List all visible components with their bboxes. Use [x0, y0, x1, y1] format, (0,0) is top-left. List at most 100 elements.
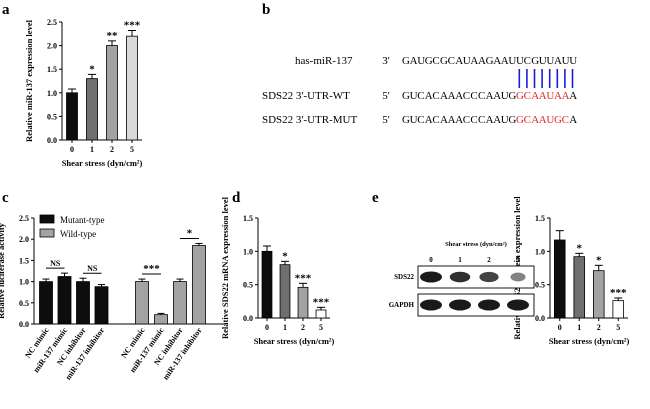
- c-bar: [94, 286, 109, 325]
- e-y-tick-label: 1.5: [535, 214, 545, 223]
- blot-row-label: SDS22: [394, 273, 414, 281]
- d-bar: [261, 250, 273, 319]
- c-bar: [192, 245, 206, 325]
- c-legend-label: Wild-type: [60, 229, 96, 239]
- blot-membrane: [417, 293, 535, 317]
- c-legend-swatch: [39, 214, 55, 224]
- sequence-row-label: SDS22 3'-UTR-MUT: [262, 114, 357, 126]
- d-x-tick-label: 5: [319, 323, 323, 332]
- a-y-tick-label: 0.5: [47, 112, 57, 121]
- e-y-tick-label: 0.0: [535, 314, 545, 323]
- a-bar: [86, 78, 98, 141]
- c-legend-swatch: [39, 228, 55, 238]
- c-significance: NS: [50, 259, 61, 268]
- e-significance: ***: [610, 287, 627, 299]
- d-significance: ***: [295, 272, 312, 284]
- sequence-row-seq: GUCACAAACCCAAUGGCAAUGCA: [402, 114, 577, 126]
- c-significance: ***: [143, 263, 160, 275]
- a-significance: **: [107, 30, 119, 42]
- c-y-tick-label: 2.5: [19, 214, 29, 223]
- c-bar: [76, 281, 90, 325]
- blot-band: [420, 271, 442, 283]
- e-bar: [573, 256, 586, 319]
- d-y-tick-label: 0.5: [243, 281, 253, 290]
- c-significance: NS: [87, 264, 98, 273]
- a-y-axis-label: Relative miR-137 expression level: [24, 19, 34, 142]
- d-significance: ***: [313, 296, 330, 308]
- e-significance: *: [596, 254, 602, 266]
- c-bar: [57, 276, 72, 325]
- e-x-tick-label: 2: [597, 323, 601, 332]
- panel-label-a: a: [2, 2, 10, 18]
- e-y-tick-label: 0.5: [535, 281, 545, 290]
- blot-band: [479, 271, 499, 283]
- blot-band: [478, 299, 500, 311]
- a-bar: [126, 35, 138, 141]
- a-y-tick-label: 2.0: [47, 42, 57, 51]
- a-significance: ***: [124, 19, 141, 31]
- a-bar: [106, 45, 118, 141]
- blot-band: [510, 272, 526, 282]
- a-x-tick-label: 1: [90, 145, 94, 154]
- e-bar: [553, 239, 566, 319]
- c-y-axis-label: Relative luciferase activity: [0, 222, 6, 319]
- panel-label-c: c: [2, 190, 9, 206]
- d-x-tick-label: 0: [265, 323, 269, 332]
- c-bar: [39, 281, 53, 325]
- sequence-row-seq: GAUGCGCAUAAGAAUUCGUUAUU: [402, 55, 577, 67]
- a-y-tick-label: 2.5: [47, 18, 57, 27]
- c-significance: *: [187, 227, 193, 239]
- a-bar: [66, 92, 78, 141]
- d-significance: *: [282, 250, 288, 262]
- a-x-tick-label: 5: [130, 145, 134, 154]
- panel-label-b: b: [262, 2, 270, 18]
- c-y-tick-label: 0.0: [19, 320, 29, 329]
- a-x-tick-label: 0: [70, 145, 74, 154]
- a-y-tick-label: 0.0: [47, 136, 57, 145]
- blot-lane-label: 0: [429, 256, 433, 264]
- e-x-tick-label: 1: [577, 323, 581, 332]
- blot-lane-label: 5: [516, 256, 520, 264]
- panel-label-d: d: [232, 190, 241, 206]
- e-x-tick-label: 5: [616, 323, 620, 332]
- d-y-tick-label: 0.0: [243, 314, 253, 323]
- d-x-axis-label: Shear stress (dyn/cm²): [254, 336, 335, 346]
- blot-title: Shear stress (dyn/cm²): [445, 241, 507, 248]
- sequence-row-label: SDS22 3'-UTR-WT: [262, 90, 350, 102]
- a-y-tick-label: 1.5: [47, 65, 57, 74]
- sequence-row-seq: GUCACAAACCCAAUGGCAAUAAA: [402, 90, 577, 102]
- e-bar: [612, 300, 625, 319]
- blot-membrane: [417, 265, 535, 289]
- d-x-tick-label: 1: [283, 323, 287, 332]
- c-y-tick-label: 1.5: [19, 256, 29, 265]
- e-significance: *: [577, 242, 583, 254]
- d-x-tick-label: 2: [301, 323, 305, 332]
- c-y-tick-label: 0.5: [19, 299, 29, 308]
- c-bar: [135, 281, 149, 325]
- d-bar: [315, 309, 327, 319]
- blot-lane-label: 1: [458, 256, 462, 264]
- d-y-tick-label: 1.0: [243, 247, 253, 256]
- d-y-axis-label: Relative SDS22 mRNA expression level: [220, 196, 230, 339]
- blot-band: [449, 299, 471, 311]
- c-y-tick-label: 1.0: [19, 278, 29, 287]
- d-y-tick-label: 1.5: [243, 214, 253, 223]
- d-bar: [297, 286, 309, 319]
- blot-row-label: GAPDH: [389, 301, 415, 309]
- e-x-axis-label: Shear stress (dyn/cm²): [549, 336, 630, 346]
- c-bar: [173, 281, 187, 325]
- sequence-row-end: 3': [382, 55, 390, 67]
- a-x-axis-label: Shear stress (dyn/cm²): [62, 158, 143, 168]
- e-y-tick-label: 1.0: [535, 247, 545, 256]
- panel-label-e: e: [372, 190, 379, 206]
- sequence-row-end: 5': [382, 114, 390, 126]
- c-y-tick-label: 2.0: [19, 235, 29, 244]
- d-bar: [279, 264, 291, 319]
- blot-band: [507, 299, 529, 311]
- a-y-tick-label: 1.0: [47, 89, 57, 98]
- c-bar: [154, 314, 168, 325]
